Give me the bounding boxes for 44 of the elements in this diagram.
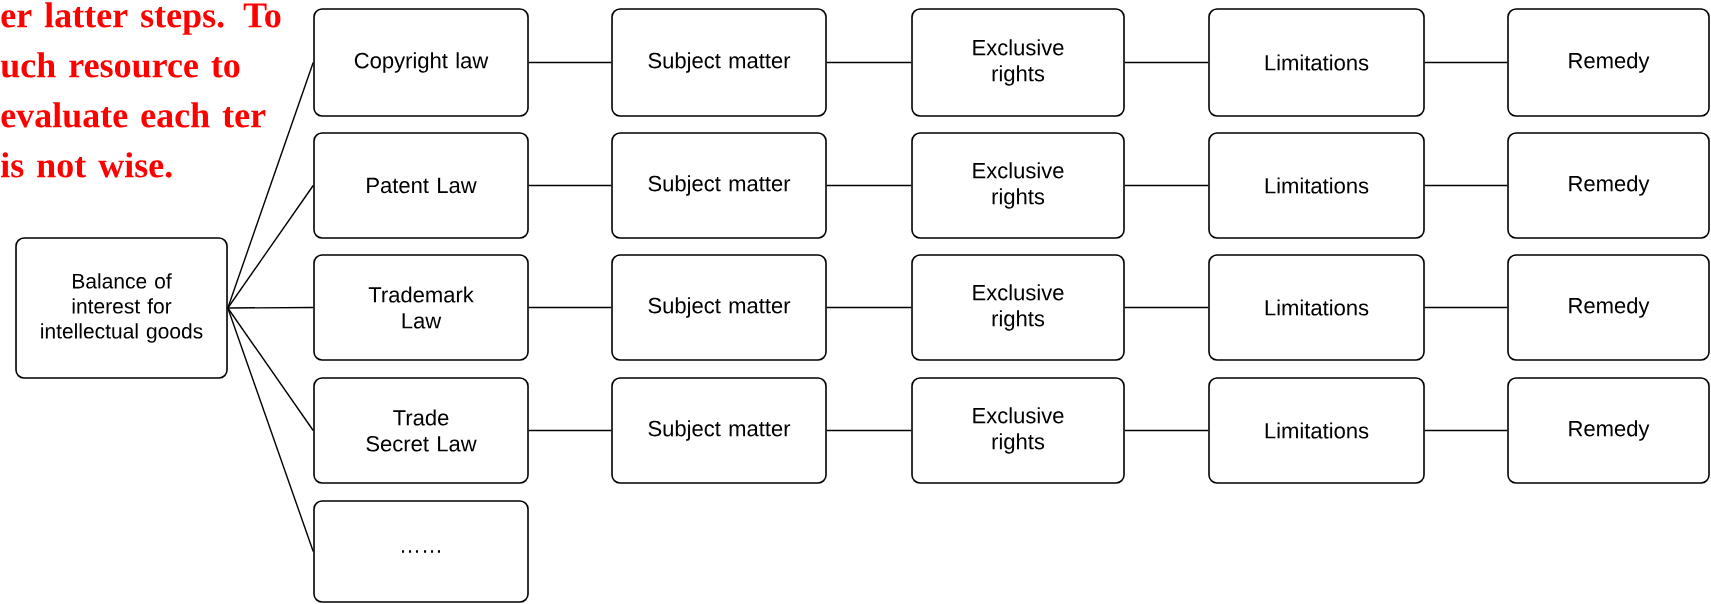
connector-line [227, 307, 314, 553]
connector-line [227, 61, 314, 309]
category-box: Remedy [1507, 132, 1710, 239]
connector-line [826, 429, 912, 432]
connector-line [826, 306, 912, 309]
category-box: Limitations [1208, 8, 1425, 117]
connector-line [1424, 61, 1508, 64]
connector-line [1424, 306, 1508, 309]
category-box: Subject matter [611, 377, 827, 484]
connector-line [528, 306, 612, 309]
connector-line [528, 429, 612, 432]
category-box: Exclusive rights [911, 132, 1125, 239]
connector-line [227, 307, 314, 432]
topic-box: Balance of interest for intellectual goods [15, 237, 228, 379]
connector-line [1424, 429, 1508, 432]
category-box: …… [313, 500, 529, 603]
category-box: Subject matter [611, 8, 827, 117]
category-box: Remedy [1507, 254, 1710, 361]
connector-line [1124, 429, 1209, 432]
category-box: Exclusive rights [911, 254, 1125, 361]
category-box: Limitations [1208, 254, 1425, 361]
connector-line [227, 306, 314, 309]
connector-line [826, 184, 912, 187]
connector-line [227, 184, 314, 309]
category-box: Remedy [1507, 377, 1710, 484]
connector-line [528, 184, 612, 187]
category-box: Subject matter [611, 132, 827, 239]
category-box: Trade Secret Law [313, 377, 529, 484]
category-box: Limitations [1208, 132, 1425, 239]
connector-line [826, 61, 912, 64]
category-box: Subject matter [611, 254, 827, 361]
connector-line [1124, 184, 1209, 187]
connector-line [1124, 306, 1209, 309]
category-box: Exclusive rights [911, 8, 1125, 117]
category-box: Copyright law [313, 8, 529, 117]
connector-line [1424, 184, 1508, 187]
category-box: Remedy [1507, 8, 1710, 117]
category-box: Patent Law [313, 132, 529, 239]
connector-line [528, 61, 612, 64]
connector-line [1124, 61, 1209, 64]
category-box: Limitations [1208, 377, 1425, 484]
category-box: Exclusive rights [911, 377, 1125, 484]
note-text: er latter steps. To uch resource to evaluate each ter is not wise. [0, 2, 281, 178]
category-box: Trademark Law [313, 254, 529, 361]
